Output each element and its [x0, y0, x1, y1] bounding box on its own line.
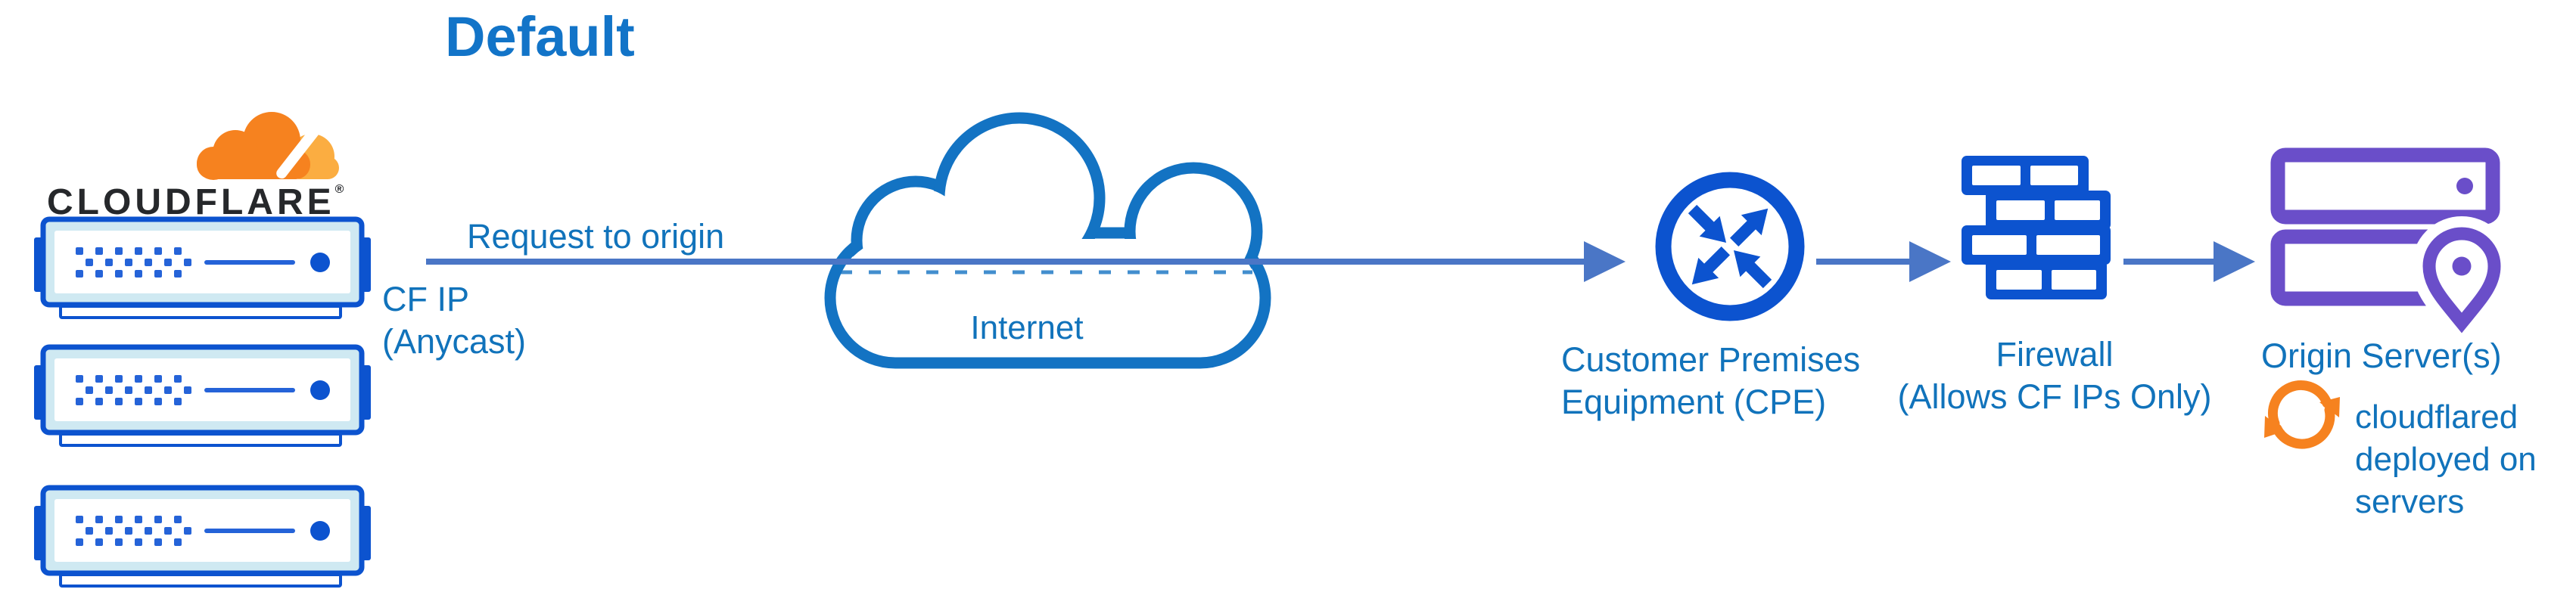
cloudflared-note-line2: deployed on [2355, 441, 2537, 478]
arrow-right-icon [1909, 241, 1951, 282]
location-pin-icon [2411, 216, 2512, 351]
internet-cloud-icon: Internet [824, 112, 1271, 369]
flow-line-edge-to-cpe [426, 259, 1585, 265]
firewall-label-line1: Firewall [1996, 335, 2114, 374]
cf-ip-anycast-label: CF IP (Anycast) [382, 278, 526, 363]
sync-icon [2264, 380, 2340, 449]
arrow-right-icon [1584, 241, 1626, 282]
edge-server-icon [34, 346, 371, 448]
internet-label: Internet [970, 309, 1083, 346]
edge-server-icon [34, 218, 371, 320]
cpe-router-icon [1655, 172, 1805, 321]
cf-ip-line1: CF IP [382, 280, 470, 318]
cloudflare-logo-icon [197, 112, 339, 180]
cloudflared-note-line3: servers [2355, 483, 2465, 520]
edge-server-icon [34, 486, 371, 588]
firewall-icon [1962, 156, 2111, 299]
cloudflared-note: cloudflared deployed on servers [2355, 396, 2537, 523]
cloudflare-cloud [197, 112, 339, 180]
cloudflare-wordmark: CLOUDFLARE® [47, 181, 344, 223]
origin-server-icon [2270, 147, 2512, 351]
origin-server-label: Origin Server(s) [2261, 336, 2502, 375]
flow-line-firewall-to-origin [2123, 259, 2214, 265]
page-title: Default [445, 5, 635, 68]
cloudflared-note-line1: cloudflared [2355, 398, 2518, 436]
cpe-label-line2: Equipment (CPE) [1561, 383, 1827, 421]
flow-line-cpe-to-firewall [1816, 259, 1910, 265]
firewall-label: Firewall (Allows CF IPs Only) [1888, 333, 2221, 418]
firewall-label-line2: (Allows CF IPs Only) [1897, 377, 2212, 416]
cf-ip-line2: (Anycast) [382, 322, 527, 361]
cpe-label: Customer Premises Equipment (CPE) [1561, 339, 1860, 423]
request-to-origin-label: Request to origin [467, 217, 725, 256]
cloudflare-wordmark-text: CLOUDFLARE [47, 182, 335, 222]
arrow-right-icon [2214, 241, 2255, 282]
registered-mark: ® [334, 183, 344, 196]
cpe-label-line1: Customer Premises [1561, 340, 1861, 379]
